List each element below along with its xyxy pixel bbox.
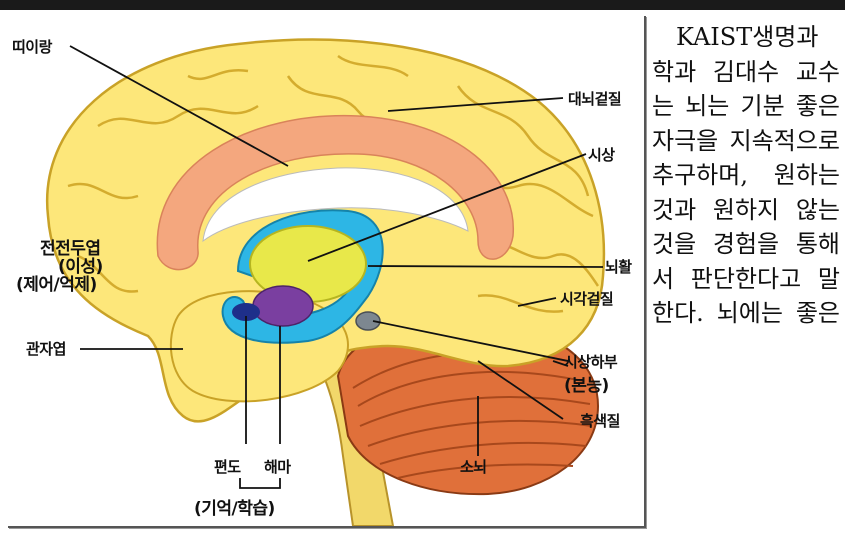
label-visual-cortex: 시각겉질 (560, 288, 613, 309)
article-paragraph: KAIST생명과학과 김대수 교수는 뇌는 기분 좋은 자극을 지속적으로 추구… (652, 20, 840, 331)
brain-diagram: 띠이랑 대뇌겉질 시상 뇌활 시각겉질 시상하부 (본능) 흑색질 소뇌 관자엽… (8, 16, 646, 528)
brain-illustration (8, 16, 644, 526)
label-cingulate: 띠이랑 (12, 36, 52, 57)
label-memory: (기억/학습) (194, 494, 275, 519)
label-thalamus: 시상 (588, 144, 615, 165)
label-substantia-nigra: 흑색질 (580, 410, 620, 431)
label-amygdala: 편도 (214, 456, 241, 477)
label-temporal: 관자엽 (26, 338, 66, 359)
label-instinct: (본능) (564, 371, 609, 396)
label-hippocampus: 해마 (264, 456, 291, 477)
amygdala-purple (253, 286, 313, 326)
label-fornix: 뇌활 (605, 256, 632, 277)
label-control: (제어/억제) (16, 270, 97, 295)
top-rule (0, 0, 845, 10)
label-cerebellum: 소뇌 (460, 456, 487, 477)
label-cortex: 대뇌겉질 (568, 88, 621, 109)
label-hypothalamus: 시상하부 (564, 351, 617, 372)
article-text: KAIST생명과학과 김대수 교수는 뇌는 기분 좋은 자극을 지속적으로 추구… (652, 20, 840, 331)
